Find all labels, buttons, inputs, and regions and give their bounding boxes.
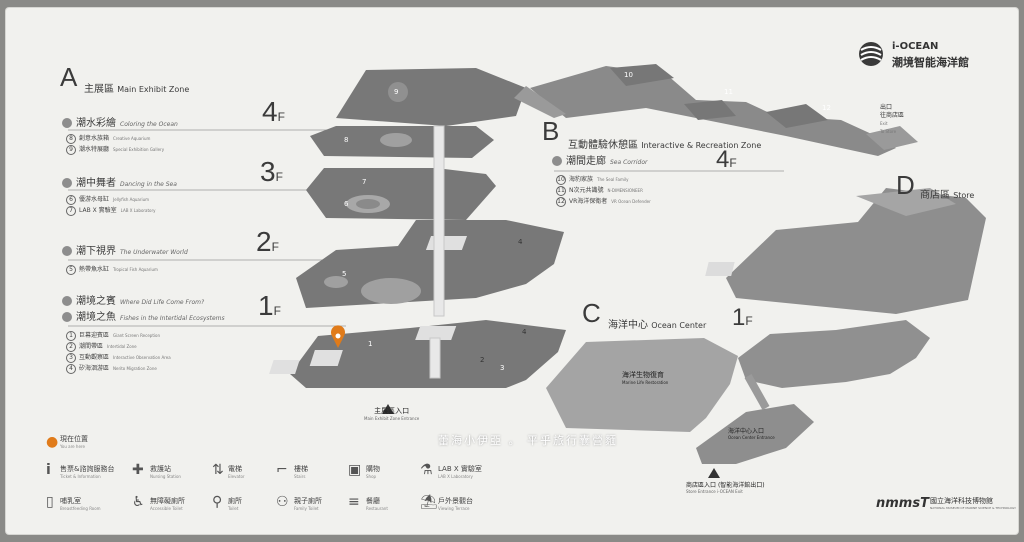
zone-c-entrance-area (696, 404, 814, 464)
zone-d-letter: D (896, 170, 915, 200)
zone-a-title: 主展區 Main Exhibit Zone (84, 84, 190, 95)
room-1-label: 1 (368, 340, 373, 348)
zone-b-floor: 4F (716, 146, 737, 173)
zone-b-title: 互動體驗休憩區 Interactive & Recreation Zone (568, 140, 762, 151)
museum-name: 國立海洋科技博物館 (930, 497, 993, 505)
room-8-label: 8 (344, 136, 349, 144)
brand-logo-icon (859, 42, 883, 66)
room-6-label: 6 (344, 200, 349, 208)
toilet-icon: ⚲ (212, 494, 223, 510)
floor-4-label: 4F (262, 96, 285, 127)
room-10-label: 10 (624, 71, 633, 79)
terrace-icon: ⛱ (420, 494, 438, 510)
room-4b-label: 4 (522, 328, 527, 336)
zone-c-title: 海洋中心 Ocean Center (608, 320, 707, 331)
zone-c-floor: 1F (732, 304, 753, 331)
zone-c-letter: C (582, 298, 601, 328)
room-2-label: 2 (480, 356, 485, 364)
location-pin-icon: ● (46, 434, 59, 450)
zone-a-4f-upper (336, 68, 526, 126)
zone-c-east (738, 320, 930, 388)
zone-a-2f (296, 220, 564, 308)
elevator-icon: ⇅ (212, 462, 224, 478)
floor-2-label: 2F (256, 226, 279, 257)
zone-d-title: 商店區 Store (920, 190, 975, 201)
floor-1-label: 1F (258, 290, 281, 321)
zone-a-1f (290, 320, 566, 388)
room-5-label: 5 (342, 270, 347, 278)
room-11-label: 11 (724, 88, 733, 96)
flask-icon: ⚗ (420, 462, 433, 478)
room-4-label: 4 (518, 238, 523, 246)
museum-name-en: NATIONAL MUSEUM OF MARINE SCIENCE & TECH… (930, 506, 1017, 510)
room-7-label: 7 (362, 178, 367, 186)
zone-b-letter: B (542, 116, 560, 146)
bottle-icon: ▯ (46, 494, 54, 510)
floor-plan-map (269, 64, 986, 478)
wheelchair-icon: ♿ (132, 494, 145, 510)
museum-mark: nmmsT (876, 496, 929, 511)
brand-chinese: 潮境智能海洋館 (892, 56, 969, 69)
restaurant-icon: ≡ (348, 494, 360, 510)
stairs-icon: ⌐ (276, 462, 288, 478)
room-12-label: 12 (822, 104, 831, 112)
floor-lines (68, 129, 784, 327)
cross-icon: ✚ (132, 462, 144, 478)
info-icon: i (46, 462, 51, 478)
zone-d-store (726, 188, 986, 314)
family-toilet-icon: ⚇ (276, 494, 289, 510)
store-entrance-label: 商店區入口 (智能海洋館出口)Store Entrance i-OCEAN Ex… (686, 482, 765, 494)
floor-3-label: 3F (260, 156, 283, 187)
room-9-label: 9 (394, 88, 399, 96)
zone-c-ocean-center (546, 338, 738, 432)
map-board: A 主展區 Main Exhibit Zone i-OCEAN 潮境智能海洋館 … (6, 8, 1018, 534)
zone-a-letter: A (60, 62, 78, 92)
watermark-text: 蕾海小伊亞 。 平乎旅行囊營麵 (438, 434, 618, 447)
shop-icon: ▣ (348, 462, 362, 478)
room-3-label: 3 (500, 364, 505, 372)
brand-name: i-OCEAN (892, 41, 939, 52)
zone-a-3f (306, 168, 496, 220)
